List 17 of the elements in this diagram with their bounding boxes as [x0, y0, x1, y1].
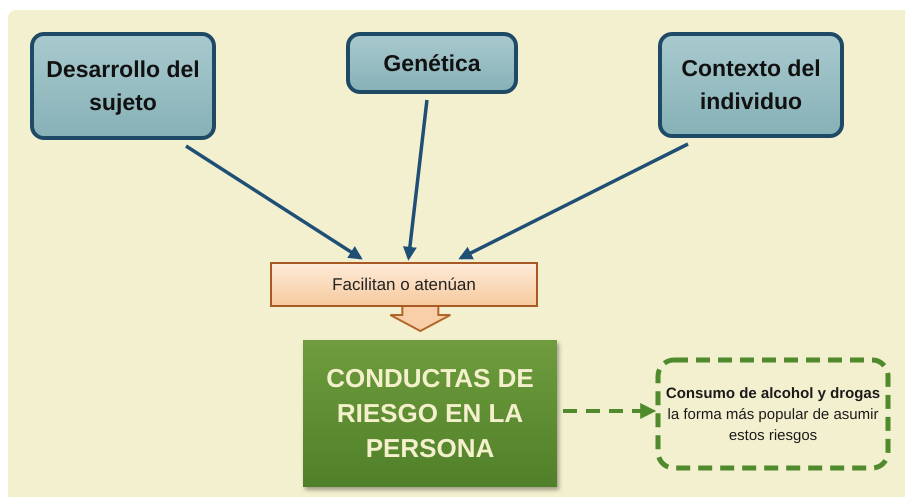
- arrow: [563, 403, 656, 419]
- node-text: Consumo de alcohol y drogas la forma más popular de asumir estos riesgos: [664, 384, 882, 446]
- arrow: [402, 100, 429, 261]
- node-text: Genética: [383, 48, 481, 78]
- node-text: Desarrollo del sujeto: [45, 55, 201, 117]
- result-box: [303, 340, 557, 487]
- factor-box: [346, 32, 518, 94]
- node-text: CONDUCTAS DE RIESGO EN LA PERSONA: [325, 362, 535, 465]
- node-text: Contexto del individuo: [680, 54, 822, 116]
- factor-box: [658, 32, 844, 138]
- note-box: [655, 357, 891, 471]
- block-arrow: [389, 305, 452, 332]
- callout-box: [270, 262, 538, 307]
- factor-box: [30, 32, 216, 140]
- node-text: Facilitan o atenúan: [332, 274, 476, 294]
- arrow: [185, 144, 363, 260]
- arrow: [458, 142, 689, 260]
